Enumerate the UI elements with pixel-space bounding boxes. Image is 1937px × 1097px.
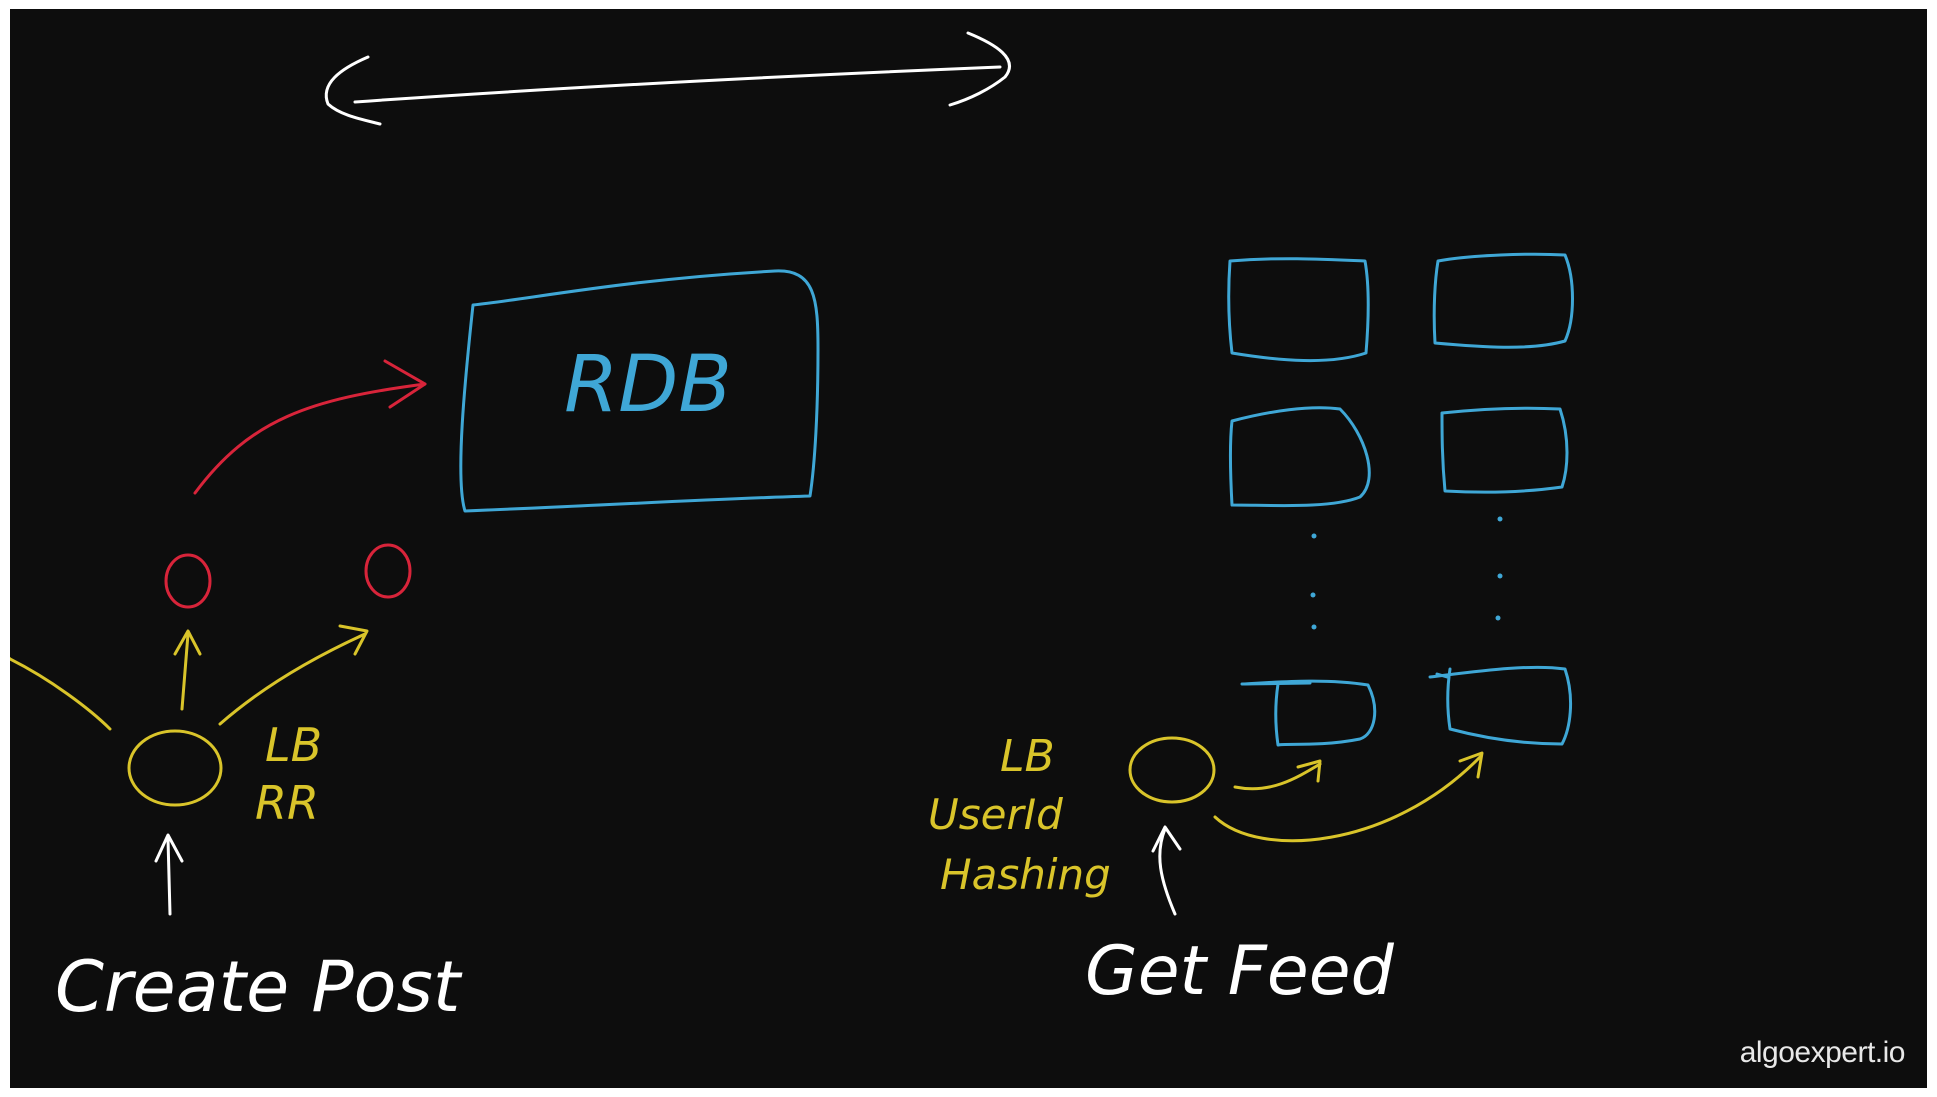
- left-lb-circle: [127, 729, 223, 807]
- right-lb-arrow-near-shaft: [1233, 762, 1322, 791]
- right-lb-label: LB: [1000, 731, 1055, 782]
- left-lb-arrow-up-shaft: [180, 632, 190, 711]
- ellipsis-dot: [1311, 624, 1317, 630]
- get-feed-label: Get Feed: [1085, 932, 1395, 1011]
- whiteboard-canvas: RDB LB RR Create Post: [10, 9, 1927, 1088]
- ellipsis-dot: [1311, 533, 1317, 539]
- red-server-2: [364, 543, 412, 599]
- red-arrow-shaft: [193, 382, 427, 495]
- shard-box-1: [1227, 257, 1370, 363]
- create-post-arrow-shaft: [166, 837, 172, 916]
- watermark-logo: algoexpert.io: [1739, 1036, 1906, 1069]
- double-arrow: [324, 31, 1011, 126]
- left-lb-arrow-offscreen: [10, 657, 112, 731]
- shard-box-4: [1440, 406, 1569, 494]
- ellipsis-dot: [1497, 573, 1503, 579]
- ellipsis-dot: [1310, 592, 1316, 598]
- right-lb-arrow-near-head: [1296, 759, 1322, 783]
- ellipsis-dot: [1497, 516, 1503, 522]
- left-lb-arrow-right-shaft: [218, 632, 367, 726]
- right-hashing-label: Hashing: [940, 850, 1111, 899]
- shard-box-5: [1243, 679, 1377, 747]
- create-post-arrow-head: [154, 833, 184, 863]
- right-lb-circle: [1128, 736, 1216, 804]
- left-lb-arrow-up-head: [173, 629, 202, 656]
- create-post-label: Create Post: [55, 946, 463, 1028]
- right-load-balancer: LB UserId Hashing: [928, 731, 1484, 899]
- red-write-arrow: [193, 359, 427, 495]
- shard-box-6: [1428, 665, 1572, 746]
- right-lb-arrow-far-head: [1458, 751, 1484, 779]
- diagram-svg: RDB LB RR Create Post: [10, 31, 1574, 1028]
- red-arrow-head: [383, 359, 427, 409]
- right-userid-label: UserId: [928, 790, 1063, 839]
- left-load-balancer: LB RR: [10, 624, 369, 830]
- left-rr-label: RR: [255, 776, 319, 830]
- left-lb-label: LB: [265, 718, 322, 772]
- rdb-database: RDB: [459, 269, 820, 513]
- double-arrow-left-head: [324, 55, 382, 126]
- rdb-label: RDB: [564, 340, 732, 430]
- get-feed-arrow-head: [1151, 825, 1182, 853]
- shard-box-2: [1432, 252, 1574, 349]
- shard-box-3: [1229, 406, 1371, 508]
- get-feed-arrow-shaft: [1158, 827, 1177, 916]
- cache-shards: [1227, 252, 1574, 747]
- left-lb-arrow-right-head: [338, 624, 369, 656]
- double-arrow-right-head: [948, 31, 1011, 107]
- double-arrow-shaft: [353, 65, 1002, 104]
- ellipsis-dot: [1495, 615, 1501, 621]
- rdb-box: [459, 269, 820, 513]
- red-server-1: [164, 553, 212, 609]
- right-lb-arrow-far-shaft: [1213, 755, 1482, 843]
